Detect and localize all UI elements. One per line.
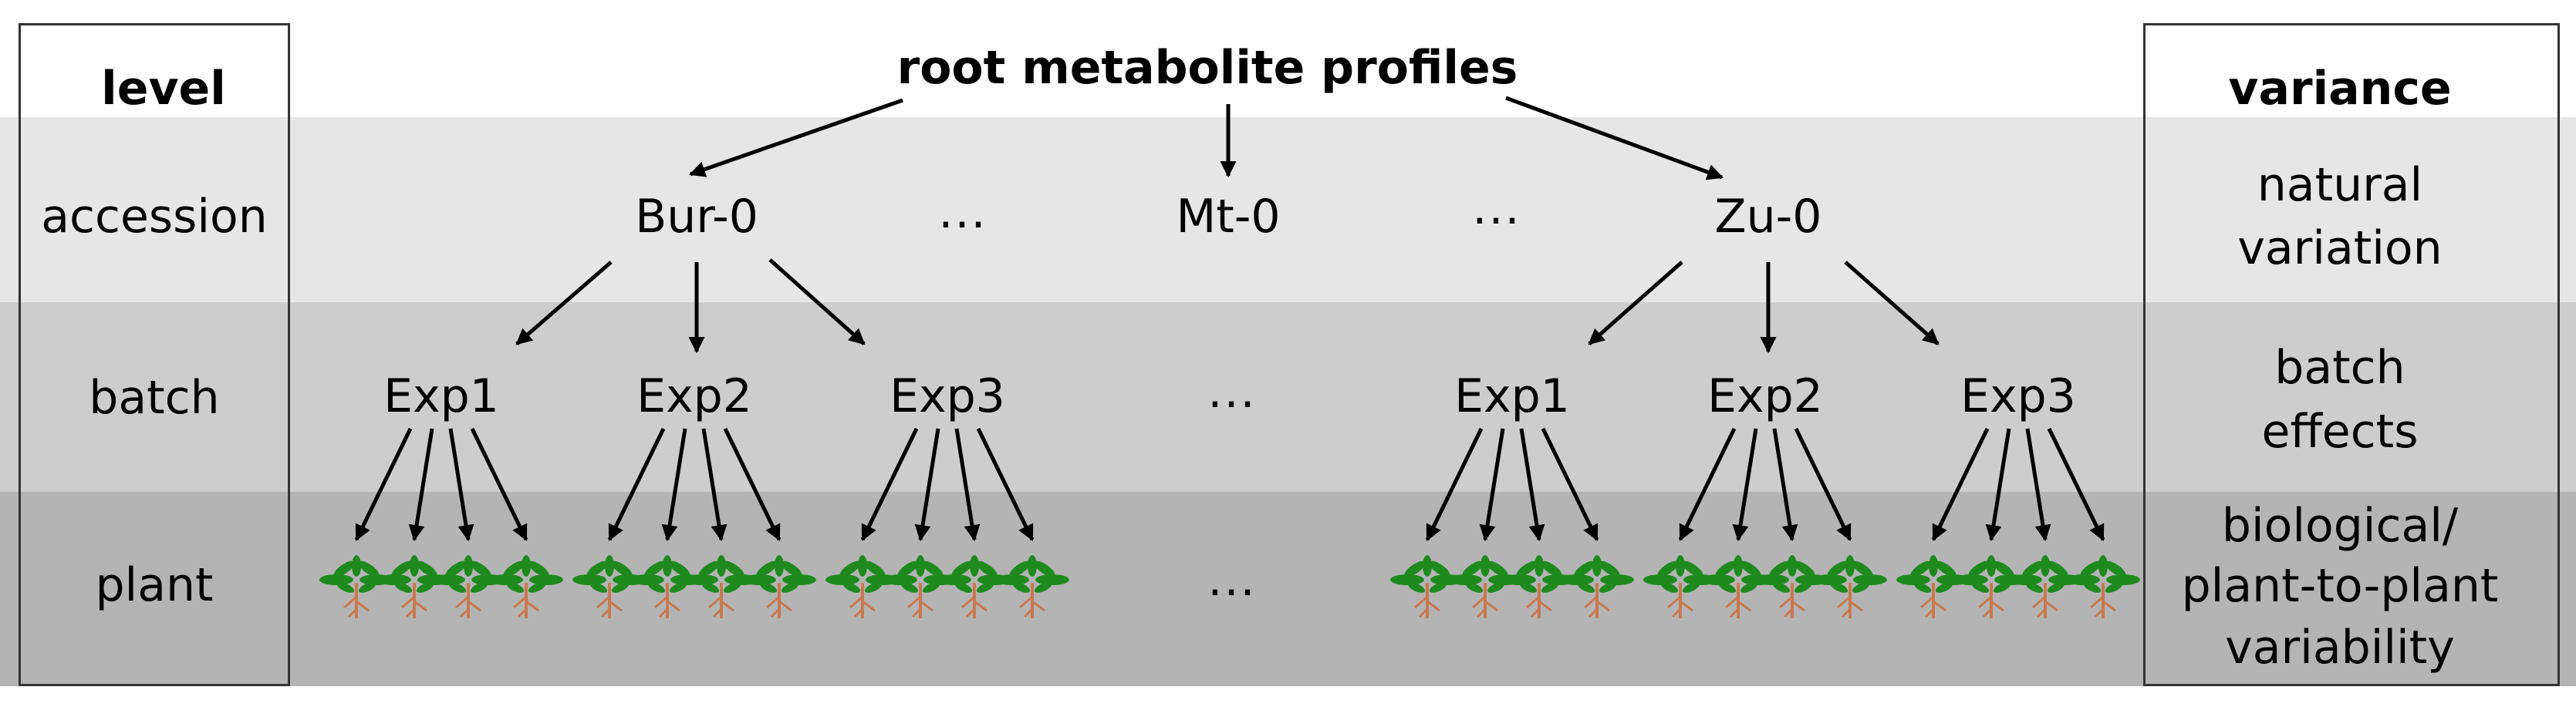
accession-mt0: Mt-0 <box>1176 190 1281 244</box>
plant-icon <box>1448 555 1522 618</box>
plant-icon <box>1643 555 1717 618</box>
batch-bur0-exp1: Exp1 <box>383 369 499 423</box>
plant-arrow <box>976 427 1035 541</box>
plant-arrow <box>661 428 687 542</box>
plant-icon <box>489 555 563 618</box>
variance-batch-line2: effects <box>2261 405 2419 459</box>
plant-arrow <box>2047 427 2105 541</box>
plant-arrow <box>1985 428 2011 542</box>
level-accession: accession <box>41 190 268 244</box>
batch-ellipsis: ... <box>1207 365 1257 419</box>
variance-bio-line3: variability <box>2225 621 2455 675</box>
variance-bio-line2: plant-to-plant <box>2181 559 2499 613</box>
batch-zu0-exp2: Exp2 <box>1707 369 1823 423</box>
plant-icon <box>1701 555 1775 618</box>
plant-icon <box>319 555 393 618</box>
plant-arrow <box>1479 428 1505 542</box>
plant-icon <box>937 555 1011 618</box>
batch-zu0-exp1: Exp1 <box>1454 369 1570 423</box>
plant-arrow <box>2025 428 2051 542</box>
plant-icon <box>1813 555 1887 618</box>
plant-arrow <box>701 428 728 542</box>
arrow-bur0-to-exp1 <box>515 261 613 345</box>
plant-arrow <box>1732 428 1758 542</box>
plant-icon <box>995 555 1069 618</box>
plant-arrow <box>954 428 981 542</box>
variance-natural-line2: variation <box>2237 221 2443 275</box>
batch-zu0-exp3: Exp3 <box>1960 369 2076 423</box>
plant-icon <box>883 555 957 618</box>
plant-arrow <box>354 427 413 541</box>
arrow-bur0-to-exp3 <box>768 258 866 345</box>
plant-arrow <box>860 427 919 541</box>
arrow-root-to-zu0 <box>1505 96 1724 180</box>
plant-icon <box>2008 555 2082 618</box>
plant-icon <box>1954 555 2028 618</box>
variance-bio-line1: biological/ <box>2221 499 2459 553</box>
plant-icon <box>572 555 647 618</box>
plant-icon <box>1560 555 1634 618</box>
plant-icon <box>1390 555 1464 618</box>
plant-icon <box>684 555 758 618</box>
variance-batch-line1: batch <box>2274 341 2406 395</box>
plant-arrow <box>1519 428 1545 542</box>
batch-bur0-exp3: Exp3 <box>890 369 1005 423</box>
batch-band <box>0 302 2576 492</box>
diagram-title: root metabolite profiles <box>896 41 1518 95</box>
plant-arrow <box>723 427 782 541</box>
plant-arrow <box>1678 427 1737 541</box>
level-plant: plant <box>95 558 214 612</box>
arrow-root-to-bur0 <box>689 98 903 177</box>
variance-header: variance <box>2228 62 2452 116</box>
plant-arrow <box>914 428 940 542</box>
plant-arrow <box>1425 427 1484 541</box>
plant-arrow <box>1541 427 1599 541</box>
plant-arrow <box>448 428 474 542</box>
plant-icon <box>742 555 816 618</box>
plant-icon <box>1755 555 1829 618</box>
arrow-zu0-to-exp1 <box>1588 261 1683 345</box>
plant-icon <box>2066 555 2140 618</box>
batch-bur0-exp2: Exp2 <box>636 369 752 423</box>
plant-icon <box>630 555 704 618</box>
level-batch: batch <box>89 371 220 425</box>
level-header: level <box>101 62 226 116</box>
arrow-zu0-to-exp3 <box>1844 261 1940 345</box>
plant-icon <box>825 555 900 618</box>
plants <box>319 555 2140 618</box>
plant-arrow <box>607 427 666 541</box>
accession-bur0: Bur-0 <box>635 190 758 244</box>
plant-arrows <box>354 427 2105 542</box>
accession-ellipsis-right: ... <box>1472 181 1521 235</box>
accession-ellipsis-left: ... <box>938 185 988 239</box>
plant-arrow <box>1794 427 1852 541</box>
plant-arrow <box>408 428 434 542</box>
plant-icon <box>1502 555 1576 618</box>
plant-icon <box>377 555 451 618</box>
accession-zu0: Zu-0 <box>1714 190 1822 244</box>
accession-band <box>0 117 2576 302</box>
variance-natural-line1: natural <box>2257 158 2423 212</box>
variance-column-box <box>2143 23 2560 686</box>
plant-icon <box>431 555 505 618</box>
level-column-box <box>19 23 290 686</box>
plant-ellipsis: ... <box>1207 553 1257 607</box>
plant-arrow <box>470 427 528 541</box>
plant-arrow <box>1772 428 1798 542</box>
plant-arrow <box>1931 427 1990 541</box>
plant-icon <box>1896 555 1970 618</box>
